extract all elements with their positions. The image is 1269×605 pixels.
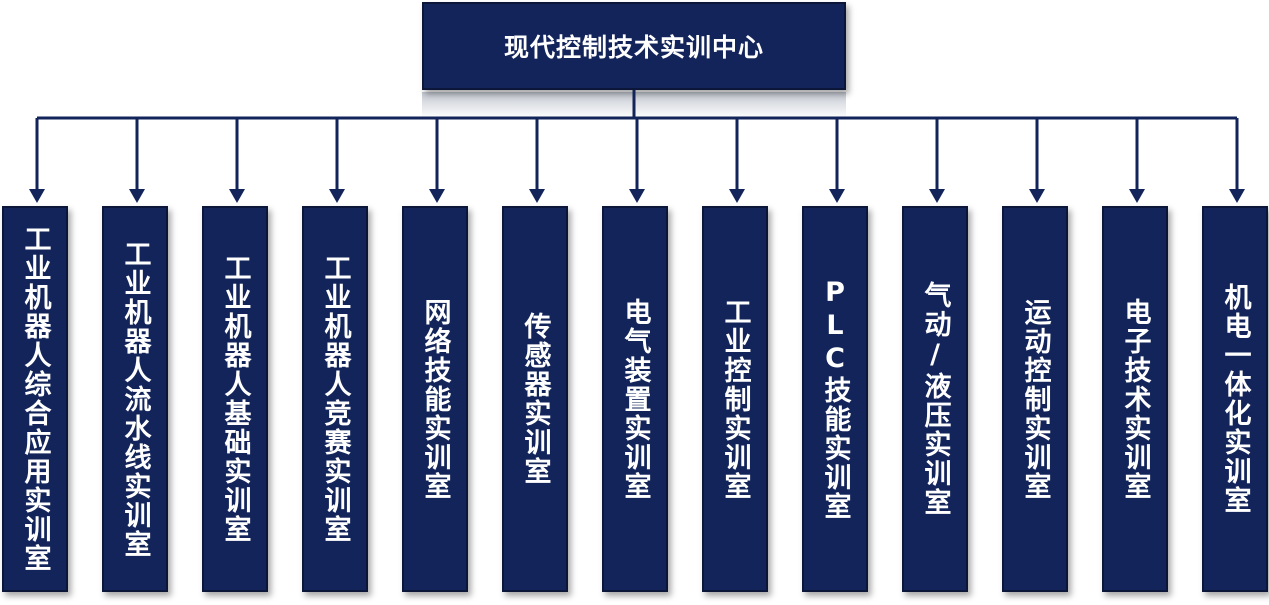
root-node: 现代控制技术实训中心 (422, 2, 846, 90)
child-node-3: 工业机器人基础实训室 (202, 206, 268, 592)
arrowhead-icon (1129, 189, 1145, 203)
child-node-9: PLC技能实训室 (802, 206, 868, 592)
child-node-label: 工业机器人竞赛实训室 (319, 254, 351, 544)
arrowhead-icon (329, 189, 345, 203)
child-node-1: 工业机器人综合应用实训室 (2, 206, 68, 592)
child-node-2: 工业机器人流水线实训室 (102, 206, 168, 592)
child-node-4: 工业机器人竞赛实训室 (302, 206, 368, 592)
child-node-label: 电气装置实训室 (619, 297, 651, 501)
arrowhead-icon (1229, 189, 1245, 203)
arrowhead-icon (829, 189, 845, 203)
root-node-label: 现代控制技术实训中心 (503, 33, 764, 62)
child-node-label: 传感器实训室 (519, 312, 551, 486)
arrowhead-icon (1029, 189, 1045, 203)
child-node-6: 传感器实训室 (502, 206, 568, 592)
child-node-7: 电气装置实训室 (602, 206, 668, 592)
child-node-8: 工业控制实训室 (702, 206, 768, 592)
child-node-label: 工业机器人综合应用实训室 (19, 225, 51, 573)
child-node-label: PLC技能实训室 (819, 277, 851, 521)
arrowhead-icon (429, 189, 445, 203)
arrowhead-icon (729, 189, 745, 203)
arrowhead-icon (629, 189, 645, 203)
child-node-label: 电子技术实训室 (1119, 297, 1151, 501)
child-node-5: 网络技能实训室 (402, 206, 468, 592)
arrowhead-icon (229, 189, 245, 203)
child-node-11: 运动控制实训室 (1002, 206, 1068, 592)
arrowhead-icon (929, 189, 945, 203)
child-node-10: 气动/液压实训室 (902, 206, 968, 592)
child-node-13: 机电一体化实训室 (1202, 206, 1268, 592)
child-node-label: 网络技能实训室 (419, 297, 451, 501)
child-node-label: 机电一体化实训室 (1219, 283, 1251, 515)
arrowhead-icon (29, 189, 45, 203)
child-node-label: 工业机器人基础实训室 (219, 254, 251, 544)
child-node-label: 工业机器人流水线实训室 (119, 239, 151, 559)
child-node-label: 运动控制实训室 (1019, 297, 1051, 501)
arrowhead-icon (129, 189, 145, 203)
child-node-label: 工业控制实训室 (719, 297, 751, 501)
child-node-label: 气动/液压实训室 (919, 281, 951, 517)
child-node-12: 电子技术实训室 (1102, 206, 1168, 592)
arrowhead-icon (529, 189, 545, 203)
